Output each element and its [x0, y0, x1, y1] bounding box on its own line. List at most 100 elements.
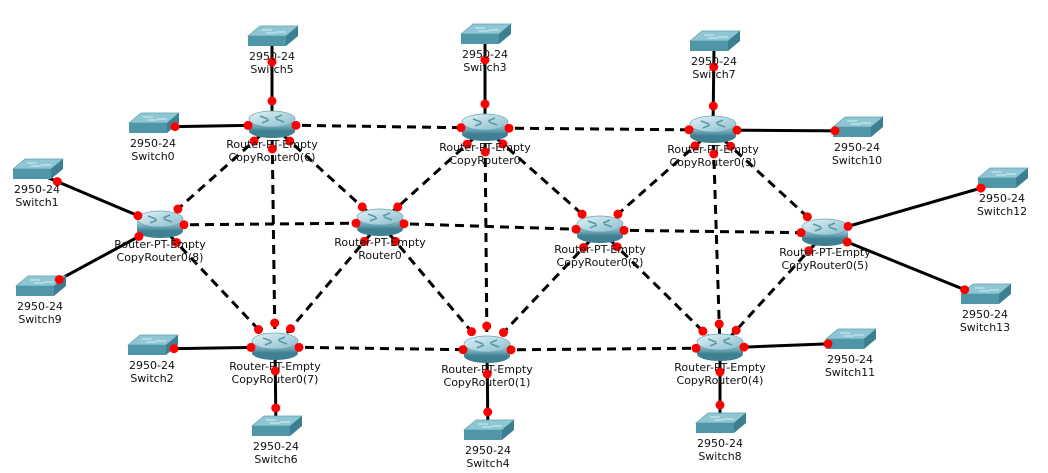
port-dot [285, 136, 295, 146]
port-dot [458, 345, 468, 355]
router-icon[interactable] [461, 113, 509, 141]
device-model: Router-PT-Empty [674, 361, 766, 374]
device-model: 2950-24 [129, 359, 175, 372]
device-name: Switch7 [692, 67, 736, 81]
port-dot [270, 318, 280, 328]
device-model: 2950-24 [465, 444, 511, 457]
router-icon[interactable] [696, 333, 744, 361]
port-dot [796, 228, 806, 238]
switch-icon[interactable] [825, 328, 877, 349]
device-model: Router-PT-Empty [441, 363, 533, 376]
switch-icon[interactable] [689, 30, 741, 51]
port-dot [708, 101, 718, 111]
port-dot [480, 55, 490, 65]
switch-icon[interactable] [128, 112, 180, 133]
link-r6-r7[interactable] [270, 124, 277, 348]
port-dot [498, 139, 508, 149]
device-model: Router-PT-Empty [439, 141, 531, 154]
device-name: Switch4 [466, 456, 510, 470]
link-r7-r1[interactable] [274, 345, 488, 352]
port-dot [830, 126, 840, 136]
router-icon[interactable] [248, 110, 296, 138]
port-dot [504, 123, 514, 133]
port-dot [842, 237, 852, 247]
link-r0c-r3[interactable] [484, 126, 714, 132]
device-name: CopyRouter0(5) [781, 258, 869, 272]
link-r3-r4[interactable] [711, 129, 722, 349]
router-icon[interactable] [463, 335, 511, 363]
port-dot [480, 99, 490, 109]
port-dot [804, 246, 814, 256]
port-dot [179, 220, 189, 230]
port-dot [52, 177, 62, 187]
switch-icon[interactable] [460, 23, 512, 44]
device-name: CopyRouter0(2) [556, 255, 644, 269]
router-icon[interactable] [251, 332, 299, 360]
port-dot [270, 366, 280, 376]
port-dot [823, 339, 833, 349]
switch-icon[interactable] [247, 25, 299, 46]
port-dot [456, 123, 466, 133]
port-dot [254, 325, 264, 335]
port-dot [267, 144, 277, 154]
port-dot [714, 319, 724, 329]
port-dot [506, 345, 516, 355]
link-router0-r2[interactable] [379, 221, 601, 232]
port-dot [571, 224, 581, 234]
device-name: Router0 [358, 248, 402, 262]
link-r2-r5[interactable] [599, 228, 826, 235]
port-dot [54, 275, 64, 285]
device-model: 2950-24 [462, 48, 508, 61]
link-switch12-r5[interactable] [824, 180, 1003, 235]
device-name: Switch13 [959, 320, 1011, 334]
port-dot [709, 62, 719, 72]
router-icon[interactable] [576, 215, 624, 243]
device-name: Switch11 [824, 365, 876, 379]
link-r1-r4[interactable] [486, 346, 721, 352]
router-icon[interactable] [689, 115, 737, 143]
switch-icon[interactable] [12, 158, 64, 179]
switch-icon[interactable] [832, 116, 884, 137]
port-dot [684, 125, 694, 135]
port-dot [691, 343, 701, 353]
router-icon[interactable] [801, 218, 849, 246]
link-r5-r4[interactable] [718, 231, 827, 350]
device-model: 2950-24 [249, 50, 295, 63]
port-dot [171, 237, 181, 247]
switch-icon[interactable] [695, 412, 747, 433]
port-dot [482, 321, 492, 331]
port-dot [619, 225, 629, 235]
port-dot [843, 221, 853, 231]
link-r6-r0c[interactable] [271, 123, 486, 130]
router-icon[interactable] [356, 208, 404, 236]
link-r8-router0[interactable] [159, 221, 381, 227]
link-switch13-r5[interactable] [824, 231, 986, 300]
router-icon[interactable] [136, 210, 184, 238]
switch-icon[interactable] [127, 334, 179, 355]
port-dot [173, 204, 183, 214]
port-dot [399, 219, 409, 229]
switch-icon[interactable] [463, 419, 515, 440]
device-name: Switch2 [130, 371, 174, 385]
link-r0c-r1[interactable] [483, 127, 489, 351]
port-dot [286, 324, 296, 334]
device-model: Router-PT-Empty [114, 238, 206, 251]
switch-icon[interactable] [251, 415, 303, 436]
switch-icon[interactable] [977, 167, 1029, 188]
switch-icon[interactable] [960, 283, 1012, 304]
